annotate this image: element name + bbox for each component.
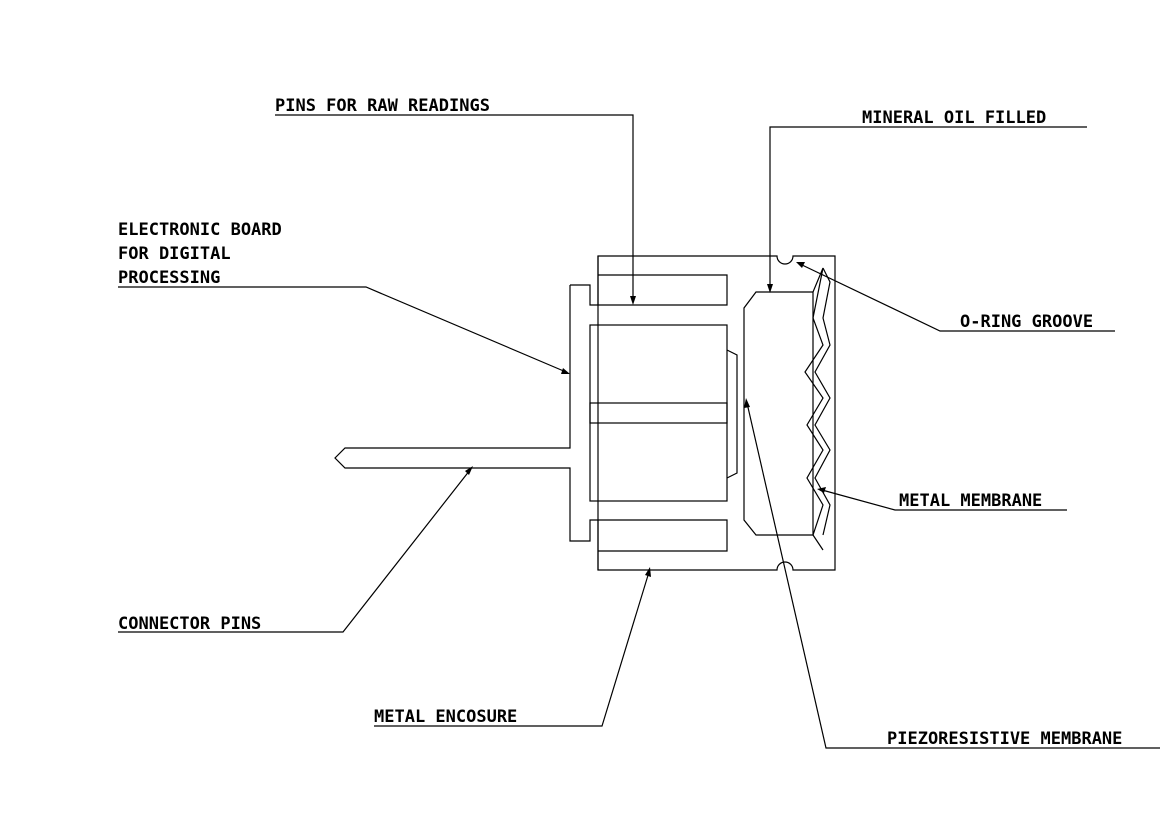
label-electronic-board-2: FOR DIGITAL	[118, 244, 231, 264]
label-pins-raw-readings: PINS FOR RAW READINGS	[275, 96, 490, 116]
leader-o-ring-groove	[796, 262, 1115, 332]
connector-flange	[334, 274, 728, 552]
leader-piezoresistive-membrane	[744, 398, 1160, 749]
label-mineral-oil: MINERAL OIL FILLED	[862, 108, 1046, 128]
electronic-board	[589, 324, 738, 502]
metal-enclosure	[597, 255, 836, 571]
label-electronic-board-3: PROCESSING	[118, 268, 220, 288]
leader-connector-pins	[118, 466, 473, 633]
leader-electronic-board	[118, 286, 570, 374]
leader-metal-membrane	[817, 487, 1067, 511]
label-piezoresistive-membrane: PIEZORESISTIVE MEMBRANE	[887, 729, 1122, 749]
label-electronic-board-1: ELECTRONIC BOARD	[118, 220, 282, 240]
leader-mineral-oil	[767, 126, 1087, 293]
label-o-ring-groove: O-RING GROOVE	[960, 312, 1093, 332]
label-connector-pins: CONNECTOR PINS	[118, 614, 261, 634]
metal-membrane-zigzag	[804, 267, 831, 551]
leader-metal-enclosure	[374, 567, 651, 727]
leader-pins-raw-readings	[275, 114, 636, 305]
label-metal-membrane: METAL MEMBRANE	[899, 491, 1042, 511]
label-metal-enclosure: METAL ENCOSURE	[374, 707, 517, 727]
piezoresistive-membrane-block	[743, 291, 814, 536]
